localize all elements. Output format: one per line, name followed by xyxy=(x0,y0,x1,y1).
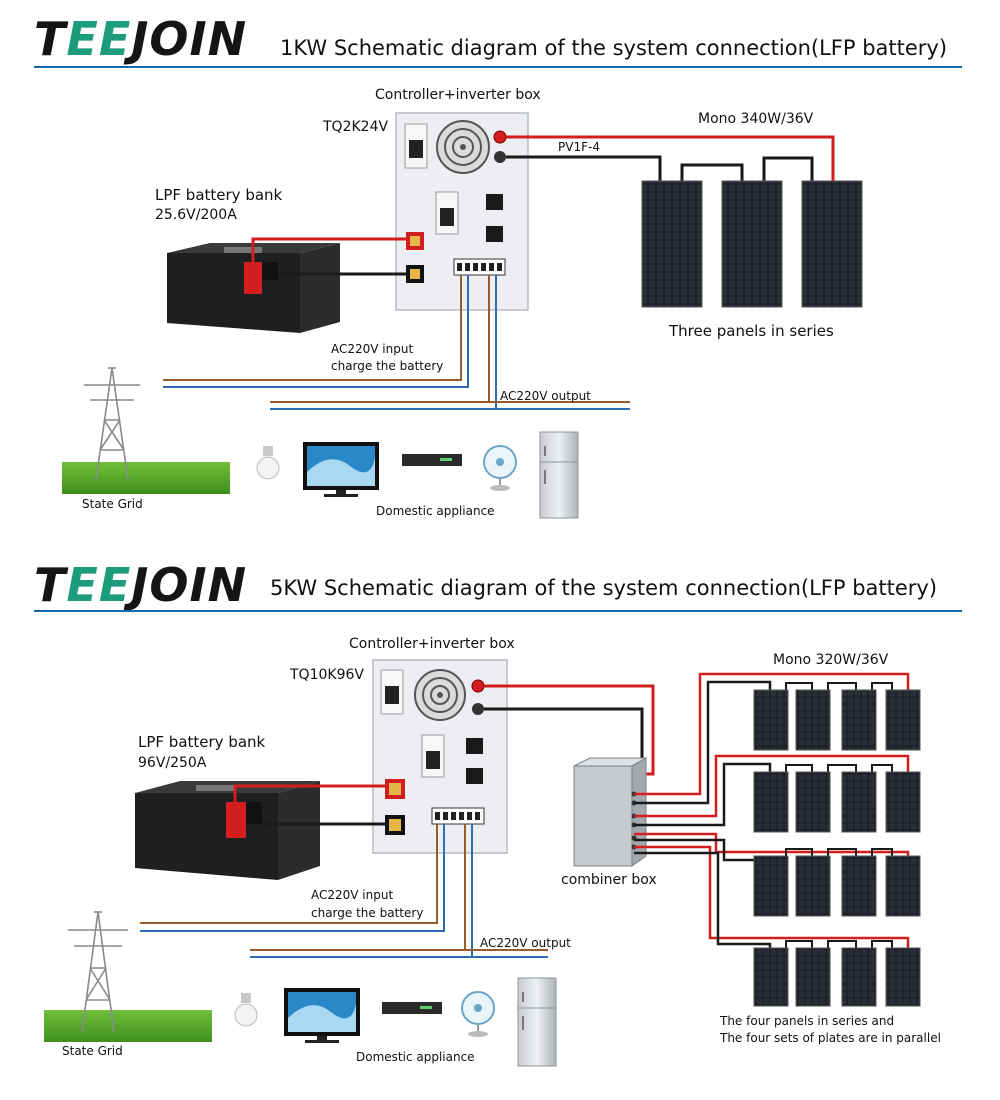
receiver-icon xyxy=(382,1002,442,1014)
battery-name: LPF battery bank xyxy=(155,186,283,204)
diagram-title: 1KW Schematic diagram of the system conn… xyxy=(280,36,948,60)
brand-logo: TEEJOIN xyxy=(34,12,248,66)
ac-input-label: AC220V input xyxy=(311,888,394,902)
inverter-model: TQ2K24V xyxy=(323,119,389,135)
battery-wiring xyxy=(251,237,406,276)
ac-output-label: AC220V output xyxy=(480,936,571,950)
panel-spec: Mono 320W/36V xyxy=(773,652,889,668)
grid-label: State Grid xyxy=(82,497,143,511)
battery-spec: 25.6V/200A xyxy=(155,207,237,223)
fridge-icon xyxy=(517,977,557,1067)
appliances-label: Domestic appliance xyxy=(376,504,495,518)
diagram-5kw-drawing xyxy=(44,659,921,1067)
diagram-title: 5KW Schematic diagram of the system conn… xyxy=(270,576,938,600)
array-note-line-1: The four panels in series and xyxy=(720,1014,895,1028)
pylon-icon xyxy=(62,367,230,494)
fan-icon xyxy=(461,991,495,1037)
string-wiring xyxy=(634,672,910,948)
solar-panel-icon xyxy=(641,180,863,308)
brand-logo: TEEJOIN xyxy=(34,558,248,612)
box-title: Controller+inverter box xyxy=(375,87,541,103)
ac-input-label: AC220V input xyxy=(331,342,414,356)
fan-icon xyxy=(483,445,517,491)
pv-cable-label: PV1F-4 xyxy=(558,140,600,154)
combiner-box-icon xyxy=(573,757,648,867)
pv-wiring xyxy=(506,135,835,181)
receiver-icon xyxy=(402,454,462,466)
inverter-model: TQ10K96V xyxy=(290,667,364,683)
solar-panel-icon xyxy=(753,689,921,1007)
series-links xyxy=(785,682,893,948)
ac-wiring xyxy=(140,824,548,958)
box-title: Controller+inverter box xyxy=(349,636,515,652)
tv-icon xyxy=(303,442,379,497)
bulb-icon xyxy=(256,446,280,480)
battery-icon xyxy=(135,781,320,880)
tv-icon xyxy=(284,988,360,1043)
battery-wiring xyxy=(233,784,385,826)
title-rule xyxy=(34,66,962,68)
pylon-icon xyxy=(44,911,212,1042)
battery-icon xyxy=(167,243,340,333)
battery-name: LPF battery bank xyxy=(138,733,266,751)
appliances-label: Domestic appliance xyxy=(356,1050,475,1064)
combiner-label: combiner box xyxy=(561,872,657,888)
battery-spec: 96V/250A xyxy=(138,755,207,771)
inverter-box-icon xyxy=(372,659,508,854)
inverter-box-icon xyxy=(395,112,529,311)
array-note-line-2: The four sets of plates are in parallel xyxy=(720,1031,941,1045)
grid-label: State Grid xyxy=(62,1044,123,1058)
ac-wiring xyxy=(163,275,630,410)
diagram-1kw: TEEJOIN 1KW Schematic diagram of the sys… xyxy=(34,12,962,519)
panels-caption: Three panels in series xyxy=(669,322,834,340)
fridge-icon xyxy=(539,431,579,519)
panel-spec: Mono 340W/36V xyxy=(698,111,814,127)
ac-input-sub-label: charge the battery xyxy=(311,906,424,920)
ac-input-sub-label: charge the battery xyxy=(331,359,444,373)
diagram-1kw-drawing xyxy=(62,112,863,519)
ac-output-label: AC220V output xyxy=(500,389,591,403)
bulb-icon xyxy=(234,993,258,1027)
title-rule xyxy=(34,610,962,612)
diagram-5kw: TEEJOIN 5KW Schematic diagram of the sys… xyxy=(0,550,1000,1100)
